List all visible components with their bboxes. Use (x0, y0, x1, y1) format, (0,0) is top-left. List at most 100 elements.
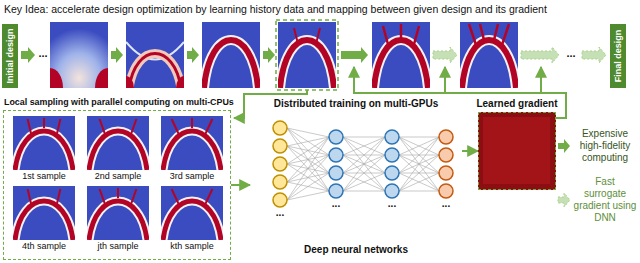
material-halo (204, 40, 258, 88)
synapse (399, 155, 439, 191)
material-halo (374, 40, 428, 88)
neuron (329, 130, 343, 144)
material (163, 131, 221, 170)
synapse (399, 137, 439, 155)
sample-label: 2nd sample (95, 171, 142, 181)
material-branch (294, 28, 320, 44)
synapse (399, 173, 439, 191)
sample-label: jth sample (97, 241, 138, 251)
material (176, 76, 184, 88)
material (163, 201, 221, 240)
synapse (287, 173, 329, 200)
group-heading: Local sampling with parallel computing o… (4, 97, 234, 107)
synapse (343, 137, 385, 155)
gradient-feedback (540, 67, 542, 93)
neural-network: Distributed training on multi-GPUsDeep n… (250, 98, 462, 260)
sample-label: 4th sample (22, 241, 66, 251)
outcome-note: Fast surrogate gradient using DNN (573, 176, 637, 224)
sampling-group: Local sampling with parallel computing o… (3, 110, 231, 260)
sample-design (161, 186, 223, 240)
step-arrow (263, 47, 275, 63)
design-snapshot (278, 22, 336, 88)
synapse (343, 173, 385, 191)
stage-box: Final design (610, 24, 626, 88)
synapse (399, 191, 439, 192)
synapse (343, 137, 385, 173)
synapse (287, 155, 329, 200)
material-branch (28, 189, 61, 206)
material (15, 201, 73, 240)
neuron (273, 175, 287, 189)
ellipsis: ... (562, 47, 580, 60)
gradient-feedback (444, 67, 446, 93)
design-field (372, 22, 430, 88)
material-branch (469, 24, 509, 48)
material (95, 68, 108, 88)
sample-design (13, 186, 75, 240)
neuron (273, 193, 287, 207)
material-branch (172, 118, 213, 136)
material-branch (100, 119, 137, 136)
neuron (329, 148, 343, 162)
output-arrow (558, 139, 570, 153)
neuron (329, 184, 343, 198)
design-field (13, 116, 75, 170)
design-field (202, 22, 260, 88)
neuron (273, 157, 287, 171)
design-field (460, 22, 518, 88)
neuron (329, 166, 343, 180)
ellipsis: ... (273, 207, 287, 219)
material-halo (163, 201, 221, 240)
material (462, 40, 516, 88)
step-arrow (21, 47, 35, 63)
neuron (439, 184, 453, 198)
synapse (287, 137, 329, 164)
sample-label: 1st sample (22, 171, 66, 181)
neuron (273, 139, 287, 153)
design-field (161, 116, 223, 170)
synapse (343, 137, 385, 155)
material-halo (163, 131, 221, 170)
design-field (278, 22, 336, 88)
material (89, 131, 147, 170)
neuron (385, 184, 399, 198)
synapse (399, 137, 439, 155)
material (15, 131, 73, 170)
outcome-note: Expensive high-fidelity computing (573, 128, 637, 164)
material-halo (15, 131, 73, 170)
sample-card: jth sample (85, 186, 151, 254)
synapse (343, 137, 385, 191)
design-snapshot (372, 22, 430, 88)
material (204, 40, 258, 88)
neuron (273, 121, 287, 135)
design-field (87, 116, 149, 170)
design-snapshot (50, 22, 108, 88)
stage-label: Final design (613, 30, 623, 83)
surrogate-step-arrow (433, 47, 457, 63)
synapse (287, 128, 329, 173)
synapse (343, 137, 385, 173)
synapse (343, 155, 385, 191)
design-field (126, 22, 184, 88)
material (89, 201, 147, 240)
synapse (287, 128, 329, 155)
design-field (13, 186, 75, 240)
material-halo (89, 201, 147, 240)
material (50, 68, 63, 88)
network-caption: Deep neural networks (250, 244, 462, 255)
design-field (161, 186, 223, 240)
sample-card: kth sample (159, 186, 225, 254)
material-halo (462, 40, 516, 88)
gradient-heading: Learned gradient (476, 98, 557, 109)
material (280, 40, 334, 88)
network-drawing (250, 98, 462, 260)
neuron (385, 148, 399, 162)
sample-design (161, 116, 223, 170)
synapse (343, 137, 385, 191)
design-snapshot (202, 22, 260, 88)
neuron (439, 148, 453, 162)
surrogate-step-arrow (582, 47, 606, 63)
synapse (287, 137, 329, 146)
flow-arrow (231, 184, 250, 186)
